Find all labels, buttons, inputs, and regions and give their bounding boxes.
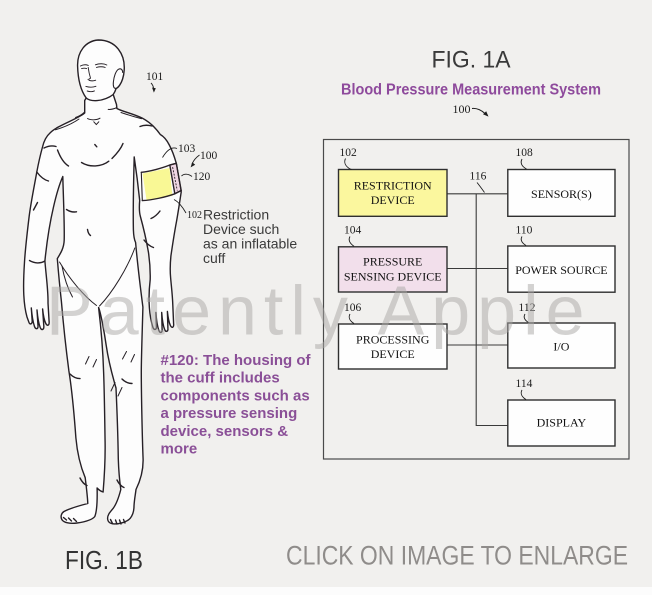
svg-text:components such as: components such as xyxy=(161,387,310,404)
svg-text:116: 116 xyxy=(470,171,487,183)
svg-text:100: 100 xyxy=(453,102,471,116)
svg-text:102: 102 xyxy=(340,147,358,159)
svg-text:a pressure sensing: a pressure sensing xyxy=(161,405,298,422)
svg-text:SENSING DEVICE: SENSING DEVICE xyxy=(344,270,442,284)
svg-text:FIG. 1A: FIG. 1A xyxy=(432,47,511,74)
svg-text:106: 106 xyxy=(344,302,362,314)
svg-text:DEVICE: DEVICE xyxy=(371,193,415,207)
svg-text:SENSOR(S): SENSOR(S) xyxy=(531,187,592,201)
svg-text:102: 102 xyxy=(187,210,202,221)
svg-text:CLICK ON IMAGE TO ENLARGE: CLICK ON IMAGE TO ENLARGE xyxy=(286,541,628,571)
svg-text:DISPLAY: DISPLAY xyxy=(537,416,587,430)
svg-text:the cuff includes: the cuff includes xyxy=(161,370,280,387)
svg-text:114: 114 xyxy=(516,378,533,390)
svg-text:112: 112 xyxy=(519,302,536,314)
svg-text:108: 108 xyxy=(516,147,534,159)
svg-text:more: more xyxy=(161,441,198,458)
svg-text:cuff: cuff xyxy=(203,250,225,266)
svg-text:PRESSURE: PRESSURE xyxy=(363,255,422,269)
svg-text:120: 120 xyxy=(193,171,211,183)
svg-text:Blood Pressure Measurement Sys: Blood Pressure Measurement System xyxy=(341,82,601,99)
svg-text:103: 103 xyxy=(178,143,196,155)
svg-text:as an inflatable: as an inflatable xyxy=(203,236,297,252)
svg-text:RESTRICTION: RESTRICTION xyxy=(354,179,432,193)
svg-text:POWER SOURCE: POWER SOURCE xyxy=(515,263,607,277)
svg-text:DEVICE: DEVICE xyxy=(371,347,415,361)
svg-text:FIG. 1B: FIG. 1B xyxy=(65,545,143,575)
svg-text:Device such: Device such xyxy=(203,221,279,237)
svg-text:Patently Apple: Patently Apple xyxy=(46,272,592,350)
svg-text:100: 100 xyxy=(200,150,218,162)
svg-text:110: 110 xyxy=(516,225,533,237)
svg-text:101: 101 xyxy=(146,71,164,83)
svg-text:#120: The housing of: #120: The housing of xyxy=(161,352,312,369)
svg-text:device, sensors &: device, sensors & xyxy=(161,423,289,440)
svg-text:I/O: I/O xyxy=(553,340,569,354)
svg-text:Restriction: Restriction xyxy=(203,207,269,223)
svg-text:104: 104 xyxy=(344,225,362,237)
svg-text:PROCESSING: PROCESSING xyxy=(356,333,430,347)
